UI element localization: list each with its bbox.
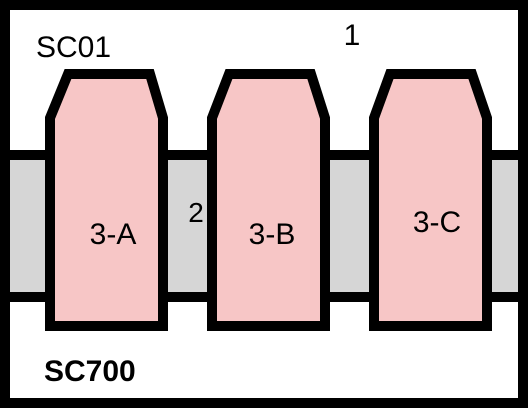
- block-3a: 3-A: [45, 69, 168, 331]
- block-3a-label: 3-A: [90, 218, 137, 251]
- block-3b-shape: [207, 69, 330, 331]
- top-number: 1: [344, 19, 361, 52]
- block-3c: 3-C: [369, 69, 492, 331]
- top-label: SC01: [36, 31, 111, 64]
- block-3c-shape: [369, 69, 492, 331]
- block-3b: 3-B: [207, 69, 330, 331]
- block-3c-label: 3-C: [413, 206, 461, 239]
- block-3a-shape: [45, 69, 168, 331]
- bottom-label: SC700: [44, 355, 136, 388]
- block-3b-label: 3-B: [249, 218, 296, 251]
- gap-number: 2: [188, 197, 204, 228]
